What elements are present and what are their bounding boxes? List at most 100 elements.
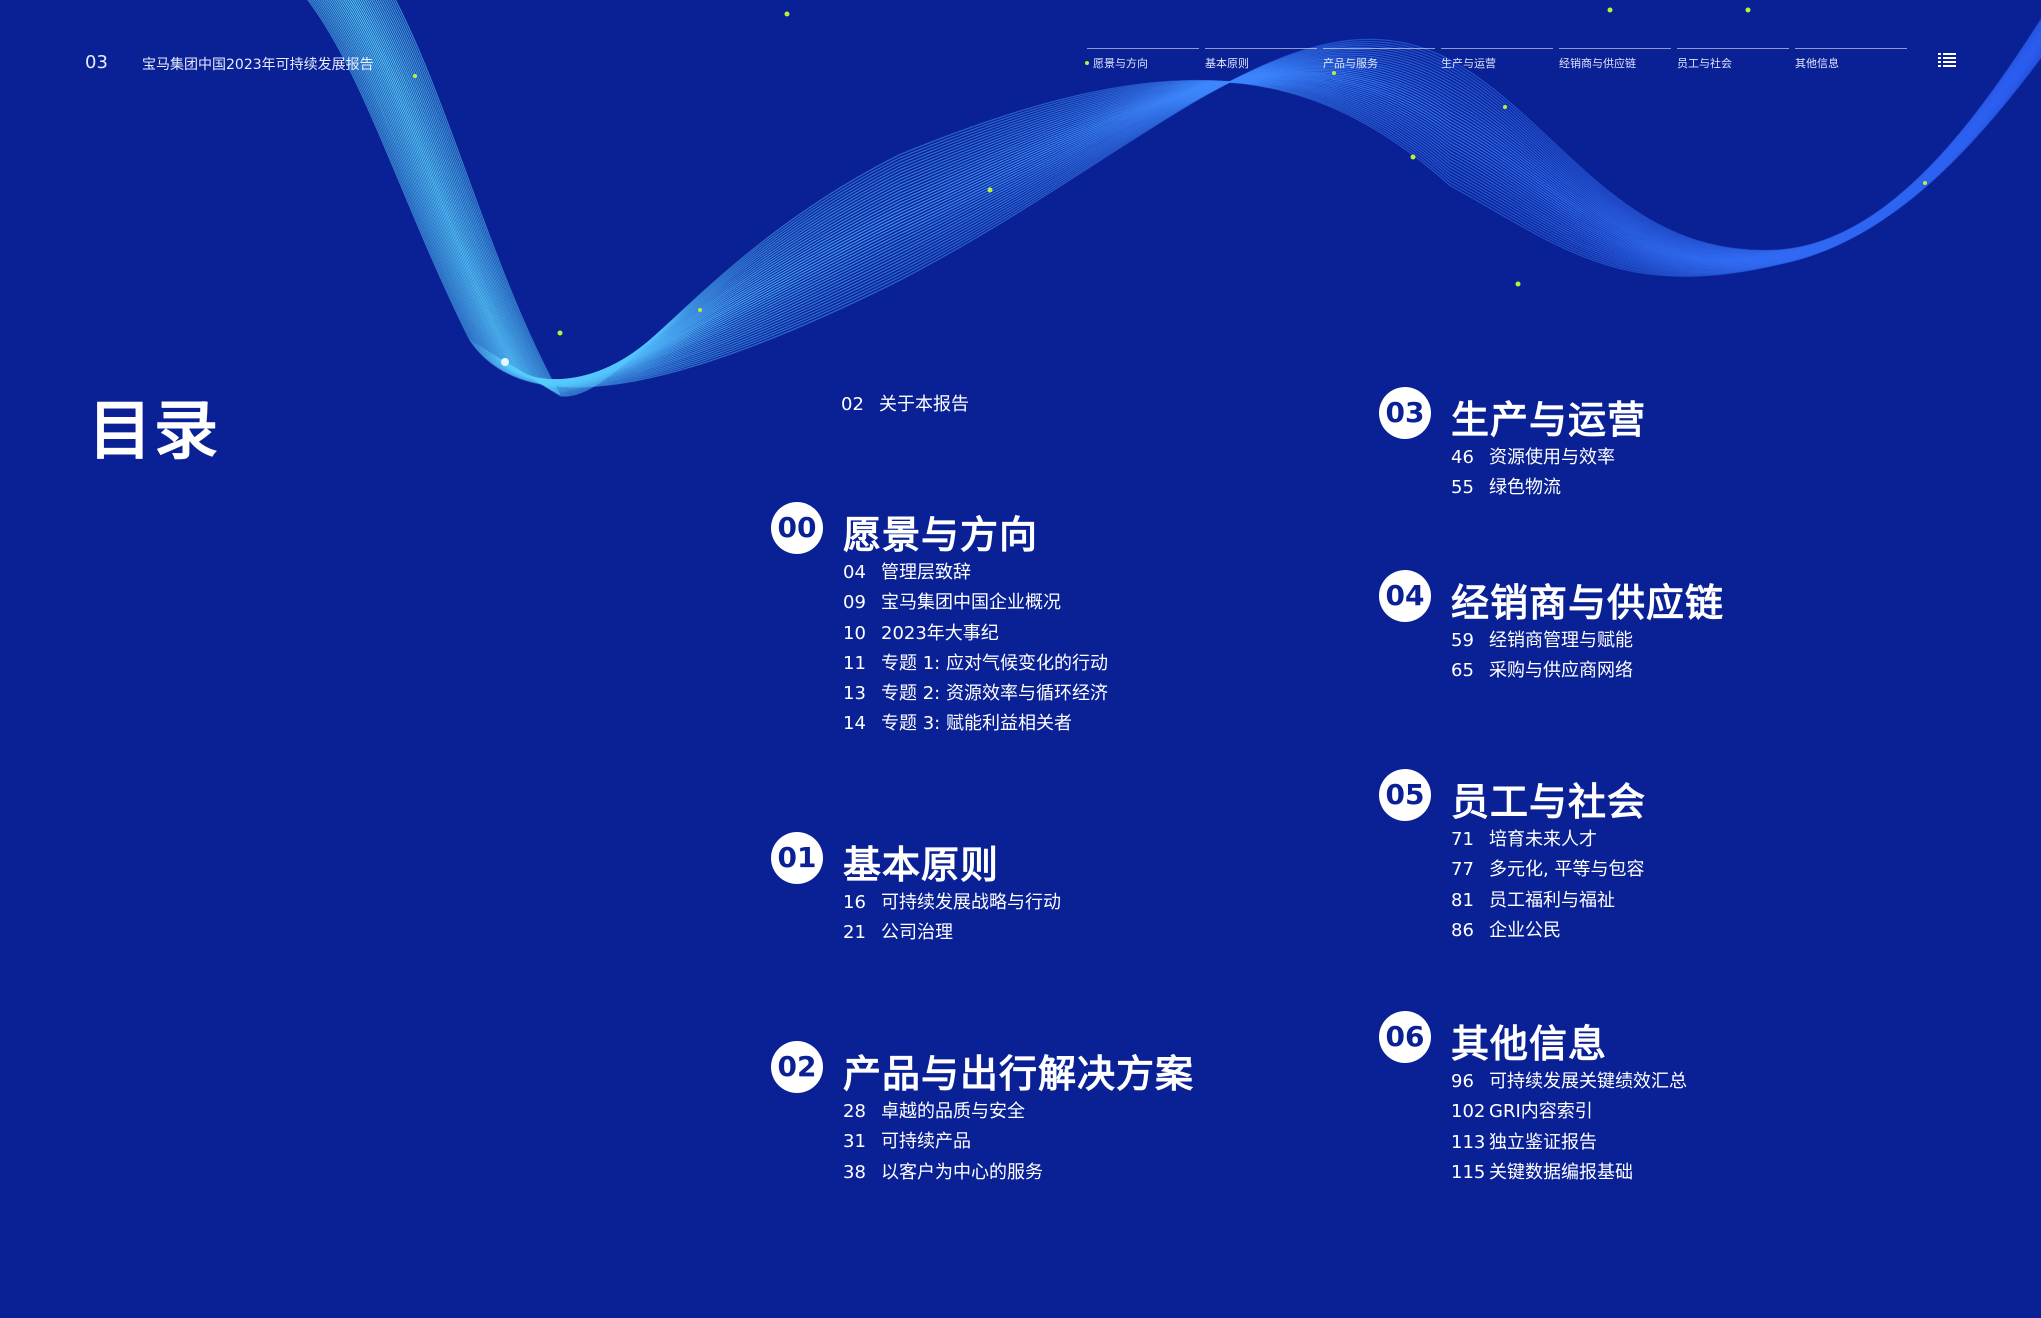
section-title: 产品与出行解决方案 (843, 1052, 1195, 1096)
entry-page: 21 (843, 922, 866, 944)
section-entries: 46 资源使用与效率 55 绿色物流 (1451, 443, 1615, 504)
nav-item-2[interactable]: 基本原则 (1205, 48, 1317, 71)
nav-item-7[interactable]: 其他信息 (1795, 48, 1907, 71)
toc-entry[interactable]: 04 管理层致辞 (843, 558, 1108, 588)
entry-page: 31 (843, 1131, 866, 1153)
section-number-badge: 06 (1379, 1011, 1431, 1063)
entry-label: 可持续发展关键绩效汇总 (1489, 1071, 1687, 1092)
entry-page: 14 (843, 713, 866, 735)
entry-label: 专题 3: 赋能利益相关者 (881, 713, 1072, 735)
entry-label: 关于本报告 (879, 394, 969, 415)
toc-entry[interactable]: 55 绿色物流 (1451, 473, 1615, 503)
entry-page: 71 (1451, 829, 1474, 850)
toc-entry[interactable]: 38 以客户为中心的服务 (843, 1158, 1043, 1188)
nav-item-5[interactable]: 经销商与供应链 (1559, 48, 1671, 71)
entry-label: 专题 2: 资源效率与循环经济 (881, 683, 1108, 705)
nav-item-1[interactable]: 愿景与方向 (1085, 48, 1199, 71)
entry-page: 11 (843, 652, 866, 674)
entry-page: 10 (843, 622, 866, 644)
nav-item-4[interactable]: 生产与运营 (1441, 48, 1553, 71)
toc-entry[interactable]: 71 培育未来人才 (1451, 825, 1644, 855)
toc-entry[interactable]: 14 专题 3: 赋能利益相关者 (843, 709, 1108, 739)
section-header[interactable]: 02 产品与出行解决方案 (771, 1041, 1193, 1097)
toc-entry[interactable]: 46 资源使用与效率 (1451, 443, 1615, 473)
nav-item-label: 愿景与方向 (1093, 57, 1148, 70)
section-header[interactable]: 06 其他信息 (1379, 1011, 1687, 1067)
nav-item-label: 经销商与供应链 (1559, 57, 1636, 70)
entry-label: 宝马集团中国企业概况 (881, 592, 1061, 614)
entry-page: 13 (843, 683, 866, 705)
toc-entry[interactable]: 31 可持续产品 (843, 1127, 1043, 1157)
toc-entry[interactable]: 96 可持续发展关键绩效汇总 (1451, 1067, 1687, 1097)
entry-page: 04 (843, 562, 866, 583)
entry-page: 38 (843, 1161, 866, 1183)
list-menu-icon[interactable] (1938, 52, 1956, 68)
toc-entry[interactable]: 11 专题 1: 应对气候变化的行动 (843, 649, 1108, 679)
section-title: 经销商与供应链 (1451, 581, 1725, 625)
toc-entry-about[interactable]: 02 关于本报告 (841, 390, 969, 416)
section-number-badge: 01 (771, 832, 823, 884)
toc-entry[interactable]: 65 采购与供应商网络 (1451, 656, 1633, 686)
entry-page: 115 (1451, 1161, 1486, 1183)
nav-item-label: 生产与运营 (1441, 57, 1496, 70)
section-title: 基本原则 (843, 843, 1000, 887)
nav-item-label: 员工与社会 (1677, 57, 1732, 70)
entry-page: 113 (1451, 1131, 1486, 1153)
entry-page: 96 (1451, 1071, 1474, 1092)
entry-label: 经销商管理与赋能 (1489, 630, 1633, 651)
nav-item-3[interactable]: 产品与服务 (1323, 48, 1435, 71)
section-number-badge: 02 (771, 1041, 823, 1093)
entry-label: 培育未来人才 (1489, 829, 1597, 850)
entry-page: 46 (1451, 447, 1474, 468)
nav-item-6[interactable]: 员工与社会 (1677, 48, 1789, 71)
entry-label: 采购与供应商网络 (1489, 660, 1633, 682)
entry-label: GRI内容索引 (1489, 1101, 1593, 1123)
toc-entry[interactable]: 13 专题 2: 资源效率与循环经济 (843, 679, 1108, 709)
entry-page: 28 (843, 1101, 866, 1122)
page-number: 03 (85, 52, 108, 73)
entry-page: 09 (843, 592, 866, 614)
entry-page: 02 (841, 394, 864, 415)
section-title: 愿景与方向 (843, 513, 1039, 557)
toc-title: 目录 (88, 395, 220, 469)
entry-label: 资源使用与效率 (1489, 447, 1615, 468)
entry-page: 65 (1451, 660, 1474, 682)
entry-label: 可持续产品 (881, 1131, 971, 1153)
entry-label: 以客户为中心的服务 (881, 1161, 1043, 1183)
entry-label: 专题 1: 应对气候变化的行动 (881, 652, 1108, 674)
entry-page: 16 (843, 892, 866, 913)
nav-item-label: 基本原则 (1205, 57, 1249, 70)
toc-entry[interactable]: 21 公司治理 (843, 918, 1061, 948)
section-title: 其他信息 (1451, 1022, 1608, 1066)
entry-label: 独立鉴证报告 (1489, 1131, 1597, 1153)
section-header[interactable]: 01 基本原则 (771, 832, 1061, 888)
toc-entry[interactable]: 09 宝马集团中国企业概况 (843, 588, 1108, 618)
entry-label: 绿色物流 (1489, 477, 1561, 499)
entry-label: 公司治理 (881, 922, 953, 944)
entry-label: 管理层致辞 (881, 562, 971, 583)
entry-page: 55 (1451, 477, 1474, 499)
